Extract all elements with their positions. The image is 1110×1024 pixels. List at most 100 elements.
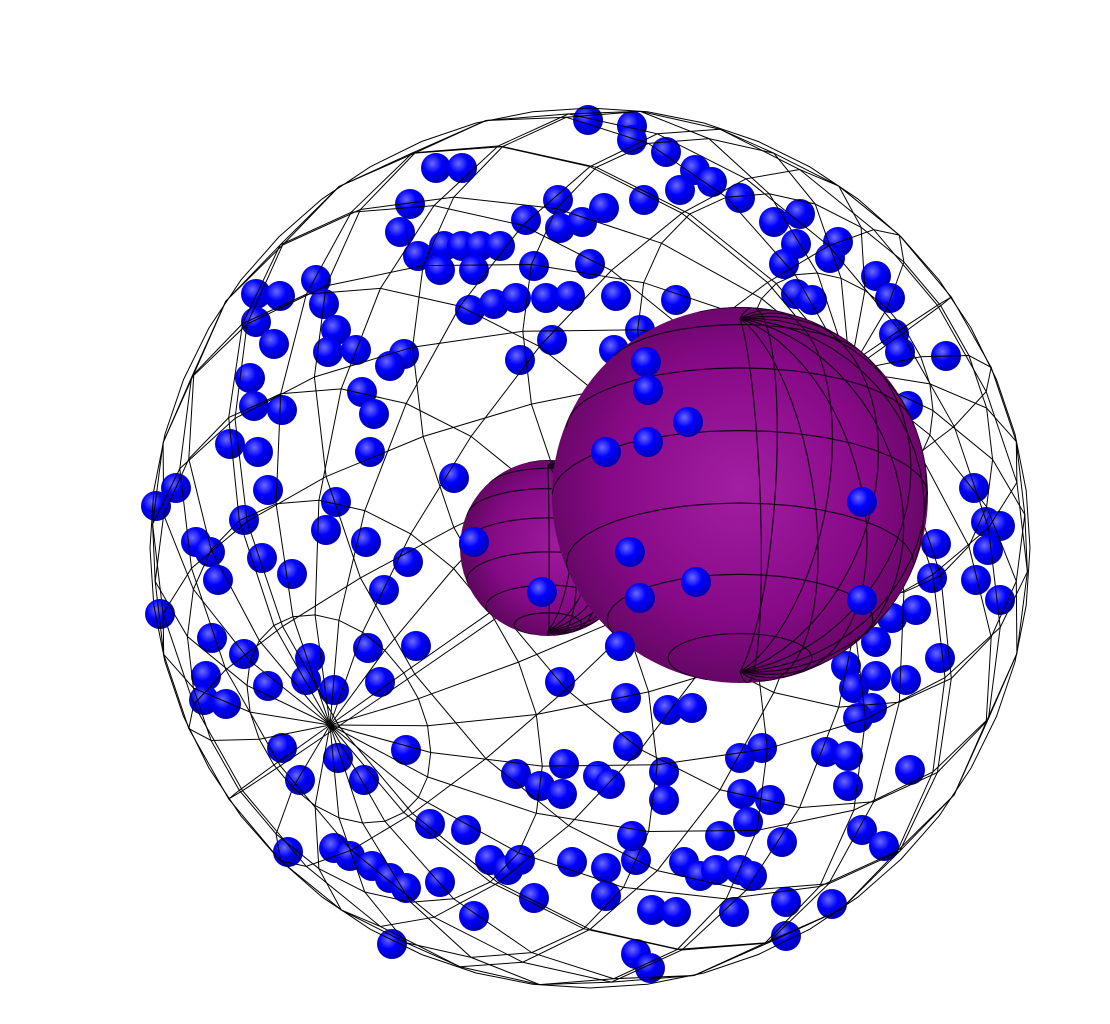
solvent-particle — [661, 285, 691, 315]
molecule-grid-line — [697, 307, 773, 313]
solvent-particle — [543, 185, 573, 215]
solvent-particle — [615, 537, 645, 567]
wireframe-parallel — [154, 388, 658, 958]
solvent-particle — [351, 527, 381, 557]
solvent-particle — [385, 217, 415, 247]
solvent-particle — [447, 153, 477, 183]
solvent-particle — [673, 407, 703, 437]
solvent-particle — [901, 595, 931, 625]
solvent-particle — [203, 565, 233, 595]
solvent-particle — [211, 689, 241, 719]
solvent-particle — [625, 583, 655, 613]
wireframe-parallel — [152, 287, 768, 986]
solvent-particle — [501, 759, 531, 789]
solvent-particle — [537, 325, 567, 355]
molecule-grid-line — [739, 317, 905, 675]
front-particles — [459, 347, 877, 661]
solvent-particle — [697, 167, 727, 197]
solvent-particle — [391, 873, 421, 903]
solvent-particle — [833, 741, 863, 771]
solvent-particle — [885, 337, 915, 367]
solvent-particle — [817, 889, 847, 919]
solvent-particle — [459, 901, 489, 931]
solvent-particle — [349, 765, 379, 795]
molecule-grid-line — [565, 367, 913, 428]
solvent-particle — [815, 243, 845, 273]
solvent-particle — [591, 853, 621, 883]
solvent-particle — [961, 565, 991, 595]
solvent-particle — [635, 953, 665, 983]
solvent-particle — [395, 189, 425, 219]
solvent-particle — [321, 487, 351, 517]
solvent-particle — [925, 643, 955, 673]
solvent-particle — [505, 845, 535, 875]
solvent-particle — [519, 251, 549, 281]
solvent-particle — [531, 283, 561, 313]
solvent-particle — [197, 623, 227, 653]
molecule-grid-line — [739, 318, 763, 683]
solvent-particle — [633, 375, 663, 405]
solvent-particle — [459, 527, 489, 557]
solvent-particle — [759, 207, 789, 237]
solvent-particle — [601, 281, 631, 311]
solvent-particle — [737, 861, 767, 891]
solvent-particle — [725, 183, 755, 213]
solvent-particle — [527, 577, 557, 607]
solvent-particle — [595, 769, 625, 799]
solvent-particle — [733, 807, 763, 837]
solvent-particle — [843, 703, 873, 733]
wireframe-sphere — [149, 107, 1031, 989]
solvent-particle — [727, 779, 757, 809]
molecule-grid-line — [739, 317, 819, 682]
molecule-grid-line — [739, 317, 868, 679]
solvent-particle — [243, 437, 273, 467]
solvent-particle — [895, 755, 925, 785]
wireframe-parallel — [234, 145, 946, 951]
solvent-particle — [681, 567, 711, 597]
solvent-particle — [665, 175, 695, 205]
solvent-particle — [701, 855, 731, 885]
solvent-particle — [613, 731, 643, 761]
solvent-particle — [425, 255, 455, 285]
solvent-particle — [677, 693, 707, 723]
solvent-particle — [771, 887, 801, 917]
wireframe-parallel — [246, 614, 432, 824]
solvent-particle — [617, 821, 647, 851]
solvent-particle — [847, 487, 877, 517]
solvent-particle — [891, 665, 921, 695]
solvent-particle — [719, 897, 749, 927]
solvent-particle — [313, 337, 343, 367]
molecule-grid-line — [565, 502, 915, 573]
solvent-particle — [323, 743, 353, 773]
wireframe-parallel — [412, 110, 1028, 809]
solvent-particle — [511, 205, 541, 235]
solvent-particle — [611, 683, 641, 713]
solvent-particle — [285, 765, 315, 795]
molecule-grid-line — [739, 317, 925, 673]
solvent-particle — [769, 249, 799, 279]
solvent-particle — [421, 153, 451, 183]
solvent-particle — [485, 231, 515, 261]
solvent-particle — [459, 255, 489, 285]
solvent-particle — [229, 505, 259, 535]
solvent-particle — [369, 575, 399, 605]
solvent-particle — [767, 827, 797, 857]
solvent-particle — [365, 667, 395, 697]
solvent-particle — [651, 137, 681, 167]
solvent-particle — [589, 193, 619, 223]
molecule-grid-line — [613, 323, 859, 357]
solvent-particle — [265, 281, 295, 311]
wireframe-parallel — [186, 499, 543, 903]
solvent-particle — [555, 281, 585, 311]
solvent-particle — [661, 897, 691, 927]
solvent-particle — [861, 661, 891, 691]
solvent-particle — [605, 631, 635, 661]
solvent-particle — [291, 665, 321, 695]
solvent-particle — [505, 345, 535, 375]
molecule-grid-line — [667, 632, 813, 681]
solvent-particle — [267, 395, 297, 425]
solvent-particle — [631, 347, 661, 377]
solvent-particle — [355, 437, 385, 467]
solvent-particle — [519, 883, 549, 913]
